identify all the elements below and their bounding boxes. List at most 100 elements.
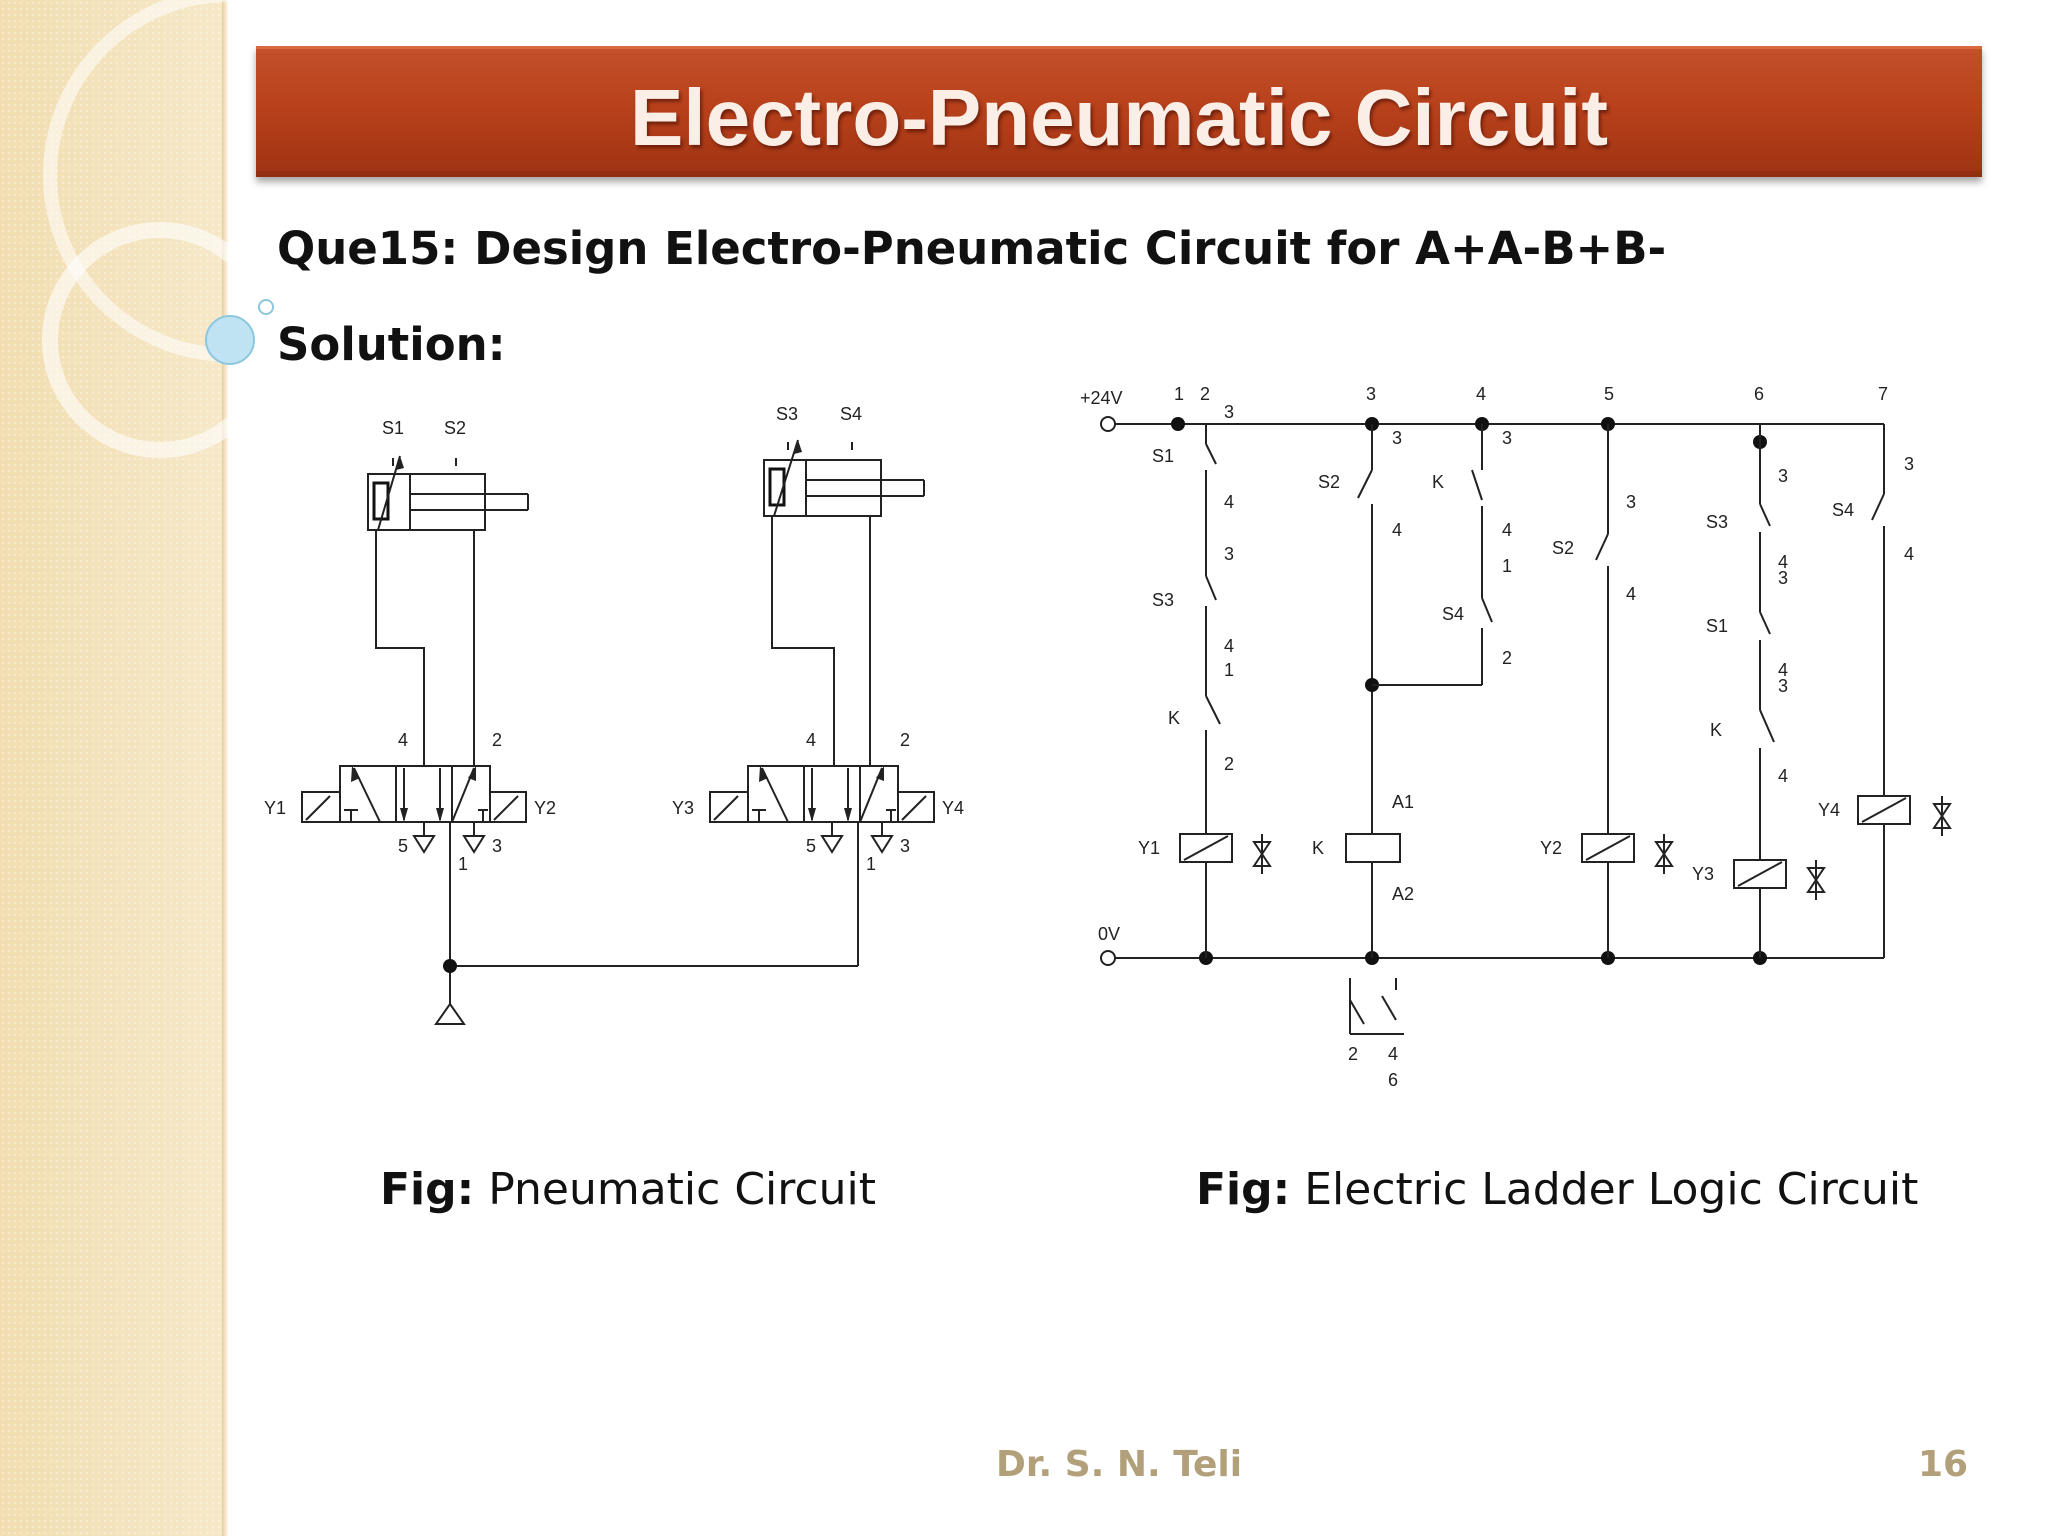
port-label: 4 — [398, 730, 408, 750]
pin-label: 3 — [1224, 544, 1234, 564]
pin-label: 3 — [1502, 428, 1512, 448]
coil-pin-label: A2 — [1392, 884, 1414, 904]
pin-label: 3 — [1392, 428, 1402, 448]
solenoid-y3-icon — [713, 795, 739, 821]
rung-number: 5 — [1604, 384, 1614, 404]
port-label: 5 — [398, 836, 408, 856]
decorative-sidebar — [0, 0, 226, 1536]
rung-number: 2 — [1200, 384, 1210, 404]
pin-label: 3 — [1626, 492, 1636, 512]
sensor-label-s2: S2 — [444, 418, 466, 438]
contact-label: S2 — [1318, 472, 1340, 492]
port-label: 4 — [806, 730, 816, 750]
contact-label: S4 — [1832, 500, 1854, 520]
bubble-small-icon — [258, 299, 274, 315]
pin-label: 4 — [1778, 552, 1788, 572]
contact-label: S3 — [1706, 512, 1728, 532]
slide-title: Electro-Pneumatic Circuit — [629, 73, 1608, 162]
adjustable-cushion-icon — [377, 455, 401, 531]
rung-4: K S4 3 4 1 2 — [1372, 424, 1512, 686]
rung-number: 4 — [1476, 384, 1486, 404]
solution-label: Solution: — [277, 318, 506, 371]
contact-label: K — [1710, 720, 1722, 740]
rung-number: 1 — [1174, 384, 1184, 404]
port-label: 1 — [458, 854, 468, 874]
title-bar — [256, 46, 1982, 177]
port-label: 3 — [492, 836, 502, 856]
caption-ladder: Fig: Electric Ladder Logic Circuit — [1196, 1164, 1919, 1215]
coil-label-y3: Y3 — [1692, 864, 1714, 884]
question-text: Que15: Design Electro-Pneumatic Circuit … — [277, 222, 1667, 275]
rung-number: 6 — [1754, 384, 1764, 404]
coil-label-y2: Y2 — [1540, 838, 1562, 858]
coil-label-k: K — [1312, 838, 1324, 858]
coil-k — [1345, 833, 1401, 863]
pin-label: 1 — [1224, 660, 1234, 680]
footer-author: Dr. S. N. Teli — [996, 1444, 1243, 1485]
coil-label-y4: Y4 — [1818, 800, 1840, 820]
pin-label: 4 — [1778, 660, 1788, 680]
rung-3: S2 3 4 K A1 A2 — [1312, 424, 1414, 958]
rung-6: S3 S1 K 3 4 3 4 3 4 Y3 — [1692, 424, 1826, 958]
port-label: 5 — [806, 836, 816, 856]
relay-contact-reference: 2 4 6 — [1348, 978, 1404, 1090]
pin-label: 4 — [1224, 492, 1234, 512]
pin-label: 4 — [1392, 520, 1402, 540]
page-number: 16 — [1918, 1444, 1969, 1485]
pressure-source-icon — [434, 1002, 466, 1025]
pin-label: 4 — [1904, 544, 1914, 564]
sensor-label-s4: S4 — [840, 404, 862, 424]
valve-b: 4 2 5 3 1 Y3 Y4 — [672, 730, 964, 966]
port-label: 2 — [492, 730, 502, 750]
contact-label: K — [1432, 472, 1444, 492]
supply-bottom-label: 0V — [1098, 924, 1120, 944]
pin-label: 3 — [1778, 466, 1788, 486]
rung-7: S4 3 4 Y4 — [1818, 424, 1952, 958]
pin-label: 4 — [1778, 766, 1788, 786]
coil-pin-label: A1 — [1392, 792, 1414, 812]
solenoid-y4-icon — [901, 795, 927, 821]
solenoid-label-y1: Y1 — [264, 798, 286, 818]
decorative-rings — [42, 0, 300, 458]
rung-number: 7 — [1878, 384, 1888, 404]
coil-label-y1: Y1 — [1138, 838, 1160, 858]
cylinder-b: S3 S4 — [763, 404, 925, 517]
relay-ref: 4 — [1388, 1044, 1398, 1064]
relay-ref: 6 — [1388, 1070, 1398, 1090]
bubble-large-icon — [205, 315, 255, 365]
rung-number: 3 — [1366, 384, 1376, 404]
caption-pneumatic: Fig: Pneumatic Circuit — [380, 1164, 876, 1215]
pin-label: 4 — [1224, 636, 1234, 656]
solenoid-label-y2: Y2 — [534, 798, 556, 818]
pin-label: 3 — [1778, 676, 1788, 696]
valve-a: 4 2 5 3 1 Y1 Y2 — [264, 730, 556, 966]
contact-label: S1 — [1706, 616, 1728, 636]
pin-label: 3 — [1904, 454, 1914, 474]
contact-label: K — [1168, 708, 1180, 728]
port-label: 3 — [900, 836, 910, 856]
pin-label: 2 — [1502, 648, 1512, 668]
pin-label: 4 — [1502, 520, 1512, 540]
sidebar-edge — [222, 0, 228, 1536]
port-label: 2 — [900, 730, 910, 750]
sensor-label-s1: S1 — [382, 418, 404, 438]
rung-5: S2 3 4 Y2 — [1540, 424, 1674, 958]
solenoid-label-y4: Y4 — [942, 798, 964, 818]
pin-label: 3 — [1224, 402, 1234, 422]
contact-label: S2 — [1552, 538, 1574, 558]
pin-label: 3 — [1778, 568, 1788, 588]
adjustable-cushion-icon — [773, 439, 799, 517]
solenoid-y1-icon — [305, 795, 331, 821]
solenoid-label-y3: Y3 — [672, 798, 694, 818]
port-label: 1 — [866, 854, 876, 874]
pin-label: 1 — [1502, 556, 1512, 576]
pin-label: 2 — [1224, 754, 1234, 774]
supply-top-label: +24V — [1080, 388, 1123, 408]
terminal-bottom-icon — [1100, 950, 1116, 966]
rung-1: S1 S3 K 3 4 3 4 1 2 Y1 — [1138, 402, 1272, 958]
contact-label: S3 — [1152, 590, 1174, 610]
relay-ref: 2 — [1348, 1044, 1358, 1064]
terminal-top-icon — [1100, 416, 1116, 432]
